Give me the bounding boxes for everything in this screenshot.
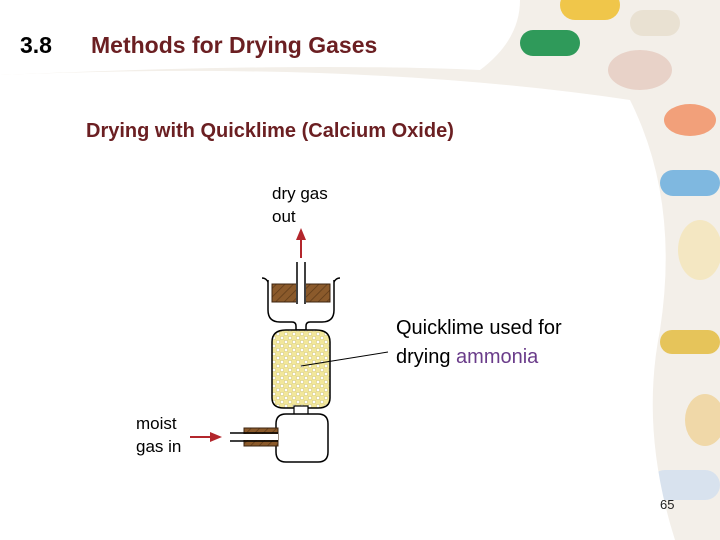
callout-line1: Quicklime used for [396,317,562,339]
inlet-arrow [190,432,222,442]
lower-bulb [275,413,329,463]
callout-pointer-line [300,351,389,367]
callout-line2: drying ammonia [396,343,562,372]
outlet-arrow [296,228,306,258]
outlet-label-line1: dry gas [272,184,328,203]
inlet-label: moist gas in [136,412,181,458]
slide-subtitle: Drying with Quicklime (Calcium Oxide) [86,120,454,142]
quicklime-callout: Quicklime used for drying ammonia [396,314,562,372]
section-title: Methods for Drying Gases [91,32,378,58]
outlet-label-line2: out [272,207,296,226]
inlet-label-line2: gas in [136,437,182,456]
callout-highlight: ammonia [456,346,539,368]
section-number: 3.8 [20,32,52,58]
inlet-label-line1: moist [136,414,177,433]
callout-line2-prefix: drying [396,346,457,368]
inlet-tube [230,427,279,447]
outlet-label: dry gas out [272,182,328,228]
page-number: 65 [660,497,675,512]
quicklime-chamber [271,329,331,409]
